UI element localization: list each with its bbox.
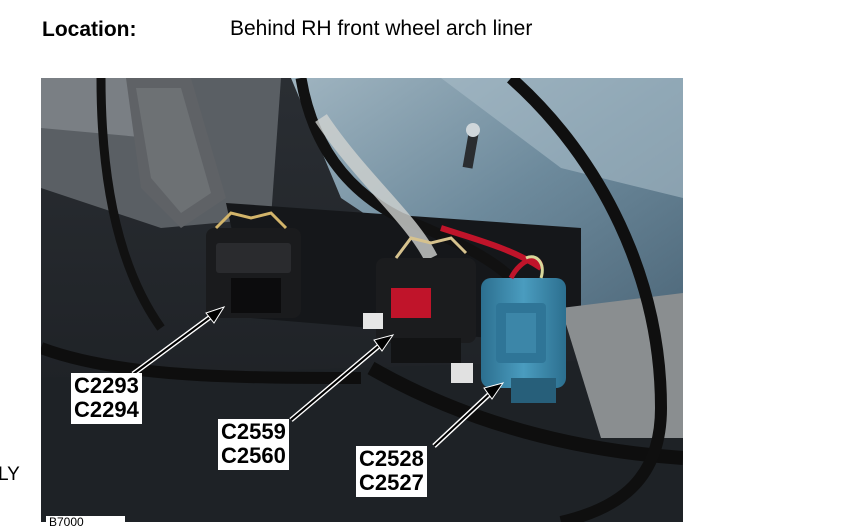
callout-label: C2293 [74, 373, 139, 398]
location-value: Behind RH front wheel arch liner [230, 17, 533, 40]
callout-connector-1: C2293 C2294 [71, 373, 142, 424]
location-label: Location: [42, 18, 137, 41]
callout-label: C2560 [221, 443, 286, 468]
callout-connector-2: C2559 C2560 [218, 419, 289, 470]
callout-connector-3: C2528 C2527 [356, 446, 427, 497]
component-location-photo: C2293 C2294 C2559 C2560 C2528 C2527 [41, 78, 683, 522]
callout-label: C2527 [359, 470, 424, 495]
callout-label: C2559 [221, 419, 286, 444]
margin-text: LY [0, 464, 20, 485]
callout-label: C2294 [74, 397, 139, 422]
figure-tag: B7000 [46, 516, 125, 528]
callout-label: C2528 [359, 446, 424, 471]
